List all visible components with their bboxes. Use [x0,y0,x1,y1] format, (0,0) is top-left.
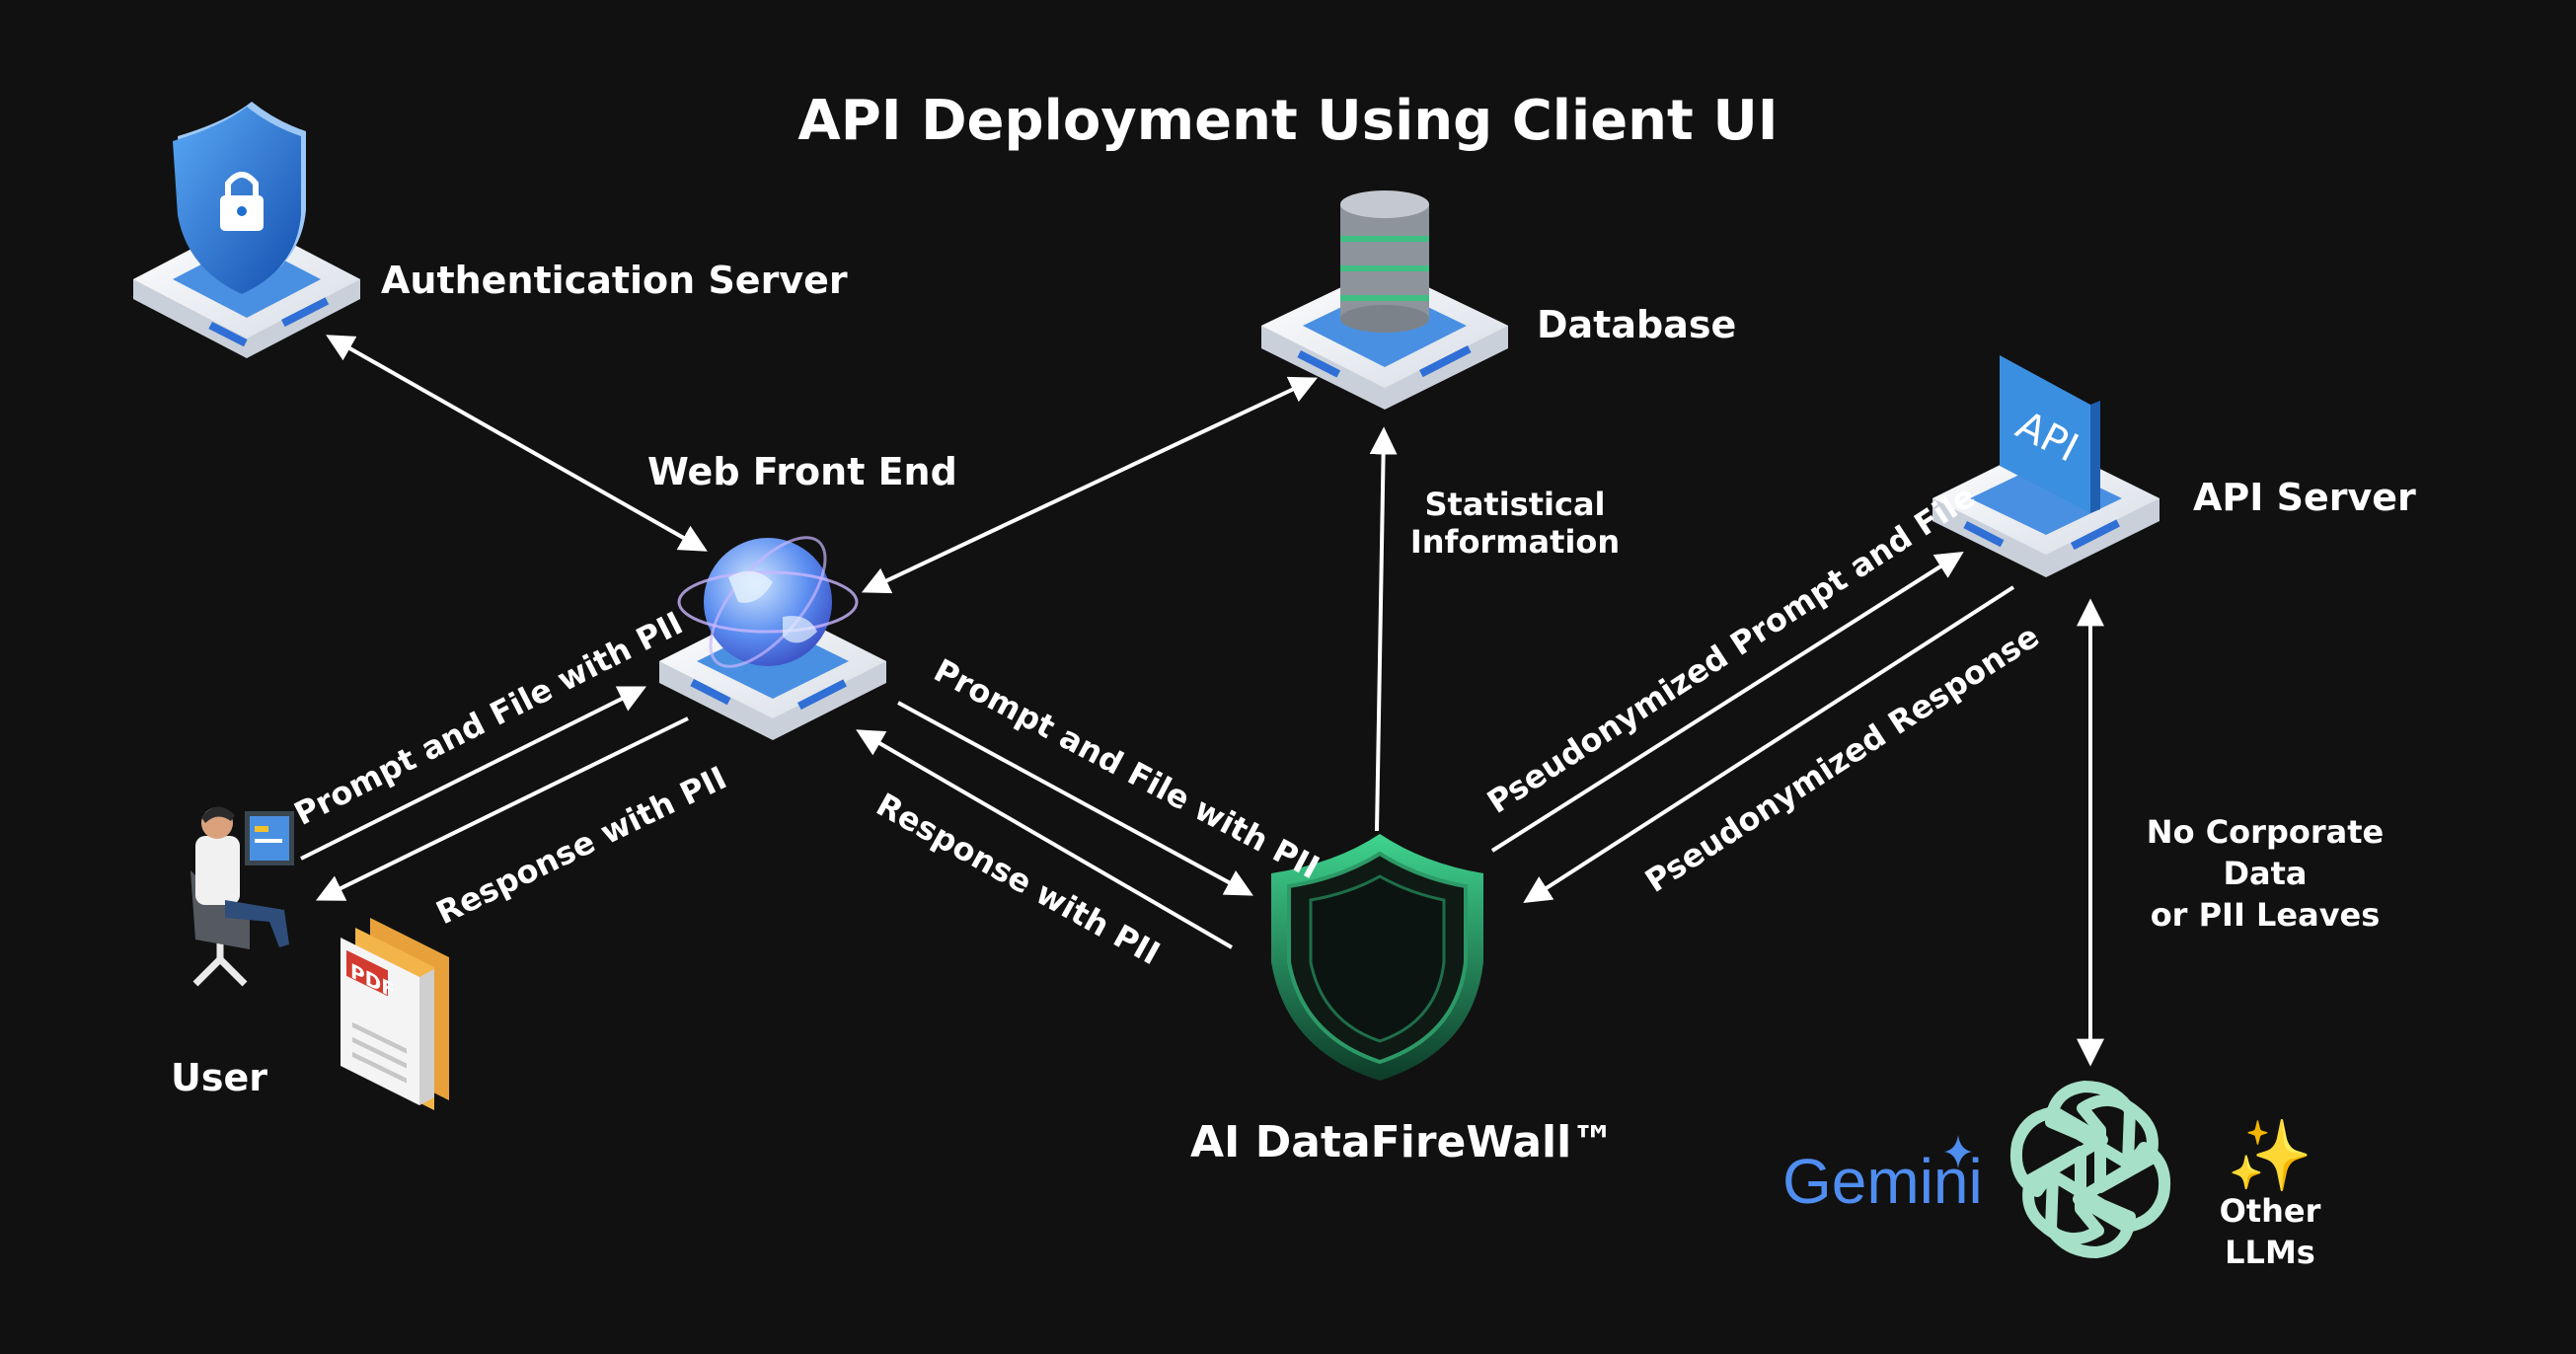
web-front-end-node [659,536,886,740]
user-at-desk-icon [190,806,294,987]
other-llms-label: Other LLMs [2171,1190,2369,1273]
gemini-star-icon [1944,1135,1972,1168]
arrow-auth-web [326,335,708,552]
arrow-web-to-user [315,716,689,901]
note-line-2: Data [2223,855,2308,892]
arrow-web-to-firewall [897,701,1253,896]
api-server-node: API [1932,355,2159,577]
statistical-line: Statistical [1424,486,1606,523]
firewall-label: AI DataFireWall™ [1190,1117,1616,1167]
globe-icon [677,536,859,668]
gemini-logo-text: Gemini [1782,1146,1983,1217]
arrow-firewall-to-api [1490,552,1964,853]
database-icon [1340,190,1429,333]
arrow-web-database [861,376,1319,594]
database-label: Database [1537,303,1737,346]
api-server-label: API Server [2193,476,2416,519]
information-line: Information [1409,523,1621,561]
firewall-shield-icon [1271,834,1483,1081]
diagram-title: API Deployment Using Client UI [797,89,1779,153]
arrows [300,335,2104,1067]
arrow-firewall-to-web [856,729,1234,949]
sparkle-icon: ✨ [2227,1115,2313,1196]
arrow-api-to-firewall [1523,585,2015,904]
note-line-1: No Corporate [2146,813,2385,851]
web-front-end-label: Web Front End [647,450,957,493]
pdf-document-icon: PDF [341,918,449,1110]
arrow-firewall-to-database [1369,426,1398,832]
shield-lock-icon [173,102,306,294]
authentication-server-node [133,102,360,358]
user-label: User [171,1056,267,1099]
authentication-server-label: Authentication Server [381,259,848,302]
openai-logo-icon [2010,1081,2170,1258]
no-data-leaves-note: No Corporate Data or PII Leaves [2122,811,2408,936]
database-node [1261,190,1508,410]
llms-line: LLMs [2225,1234,2315,1271]
arrow-user-to-web [300,686,647,861]
note-line-3: or PII Leaves [2150,896,2381,934]
api-document-icon: API [2000,355,2100,513]
statistical-information-label: Statistical Information [1382,486,1648,561]
other-line: Other [2219,1192,2321,1230]
